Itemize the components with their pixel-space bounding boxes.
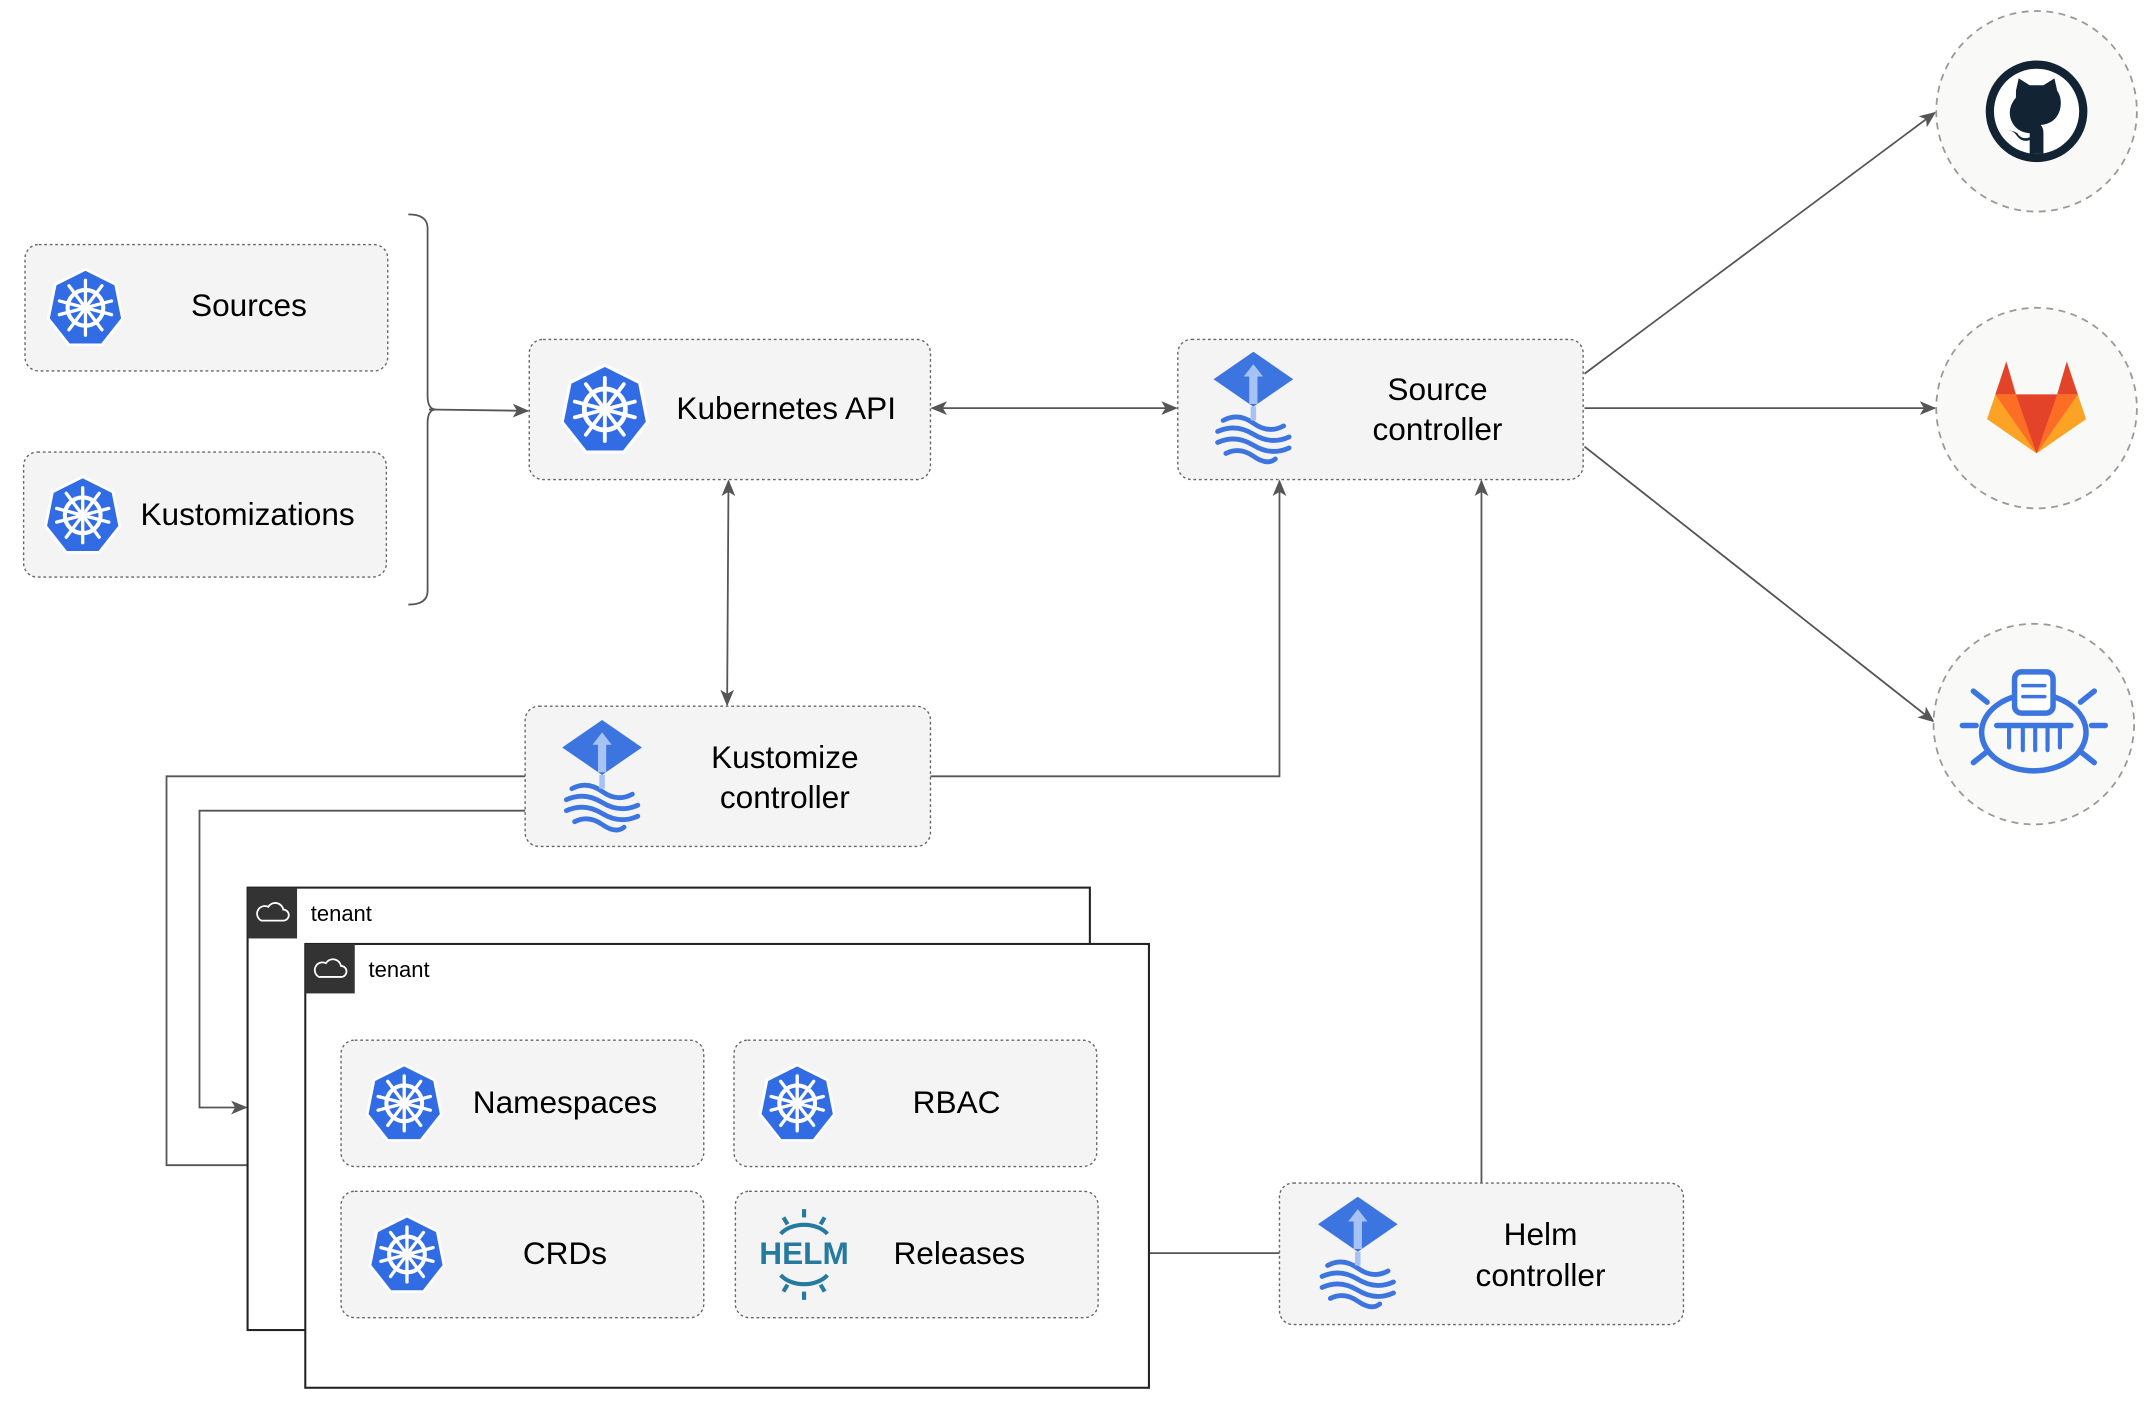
edge-api-kustomize-controller [720, 479, 736, 707]
node-kubernetes-api[interactable]: Kubernetes API [528, 338, 932, 481]
node-sources[interactable]: Sources [24, 243, 389, 372]
node-label: Releases [893, 1235, 1025, 1271]
bucket-icon [1959, 669, 2109, 774]
node-rbac[interactable]: RBAC [733, 1039, 1098, 1168]
node-label: Namespaces [473, 1084, 657, 1120]
edge-kustomize-to-tenant-front [165, 775, 526, 1173]
external-gitlab[interactable] [1935, 306, 2138, 510]
tenant-label: tenant [369, 957, 430, 982]
edge-source-github [1583, 111, 1936, 375]
node-helm-controller[interactable]: Helm controller [1278, 1182, 1685, 1326]
edge-crds-to-api [428, 403, 530, 418]
node-label: controller [720, 779, 850, 815]
edge-source-bucket [1583, 445, 1935, 723]
node-namespaces[interactable]: Namespaces [340, 1039, 705, 1168]
edge-kustomize-to-source [930, 479, 1287, 778]
node-label: Source [1387, 371, 1487, 407]
node-label: Kustomizations [140, 496, 354, 532]
github-icon [1985, 60, 2088, 163]
gitlab-icon [1987, 361, 2087, 454]
node-releases[interactable]: HELM Releases [734, 1190, 1099, 1319]
node-label: Helm [1504, 1216, 1578, 1252]
node-label: Sources [191, 287, 307, 323]
node-label: controller [1476, 1257, 1606, 1293]
helm-icon: HELM [759, 1209, 849, 1300]
node-crds[interactable]: CRDs [340, 1190, 705, 1319]
cloud-icon [247, 887, 298, 939]
cloud-icon [305, 943, 355, 994]
node-label: Kubernetes API [676, 390, 896, 426]
node-source-controller[interactable]: Source controller [1177, 338, 1584, 481]
node-kustomize-controller[interactable]: Kustomize controller [524, 705, 932, 848]
tenant-label: tenant [311, 901, 372, 926]
external-github[interactable] [1935, 10, 2138, 213]
node-label: Kustomize [711, 739, 858, 775]
node-label: controller [1373, 411, 1503, 447]
node-label: RBAC [913, 1084, 1001, 1120]
external-bucket[interactable] [1932, 622, 2136, 826]
tenant-front[interactable]: tenant Namespaces RBAC CRDs HELM Release… [304, 942, 1150, 1389]
svg-text:HELM: HELM [759, 1235, 849, 1271]
edge-kustomize-to-tenant-back [198, 809, 526, 1115]
node-kustomizations[interactable]: Kustomizations [22, 451, 388, 578]
node-label: CRDs [523, 1235, 607, 1271]
